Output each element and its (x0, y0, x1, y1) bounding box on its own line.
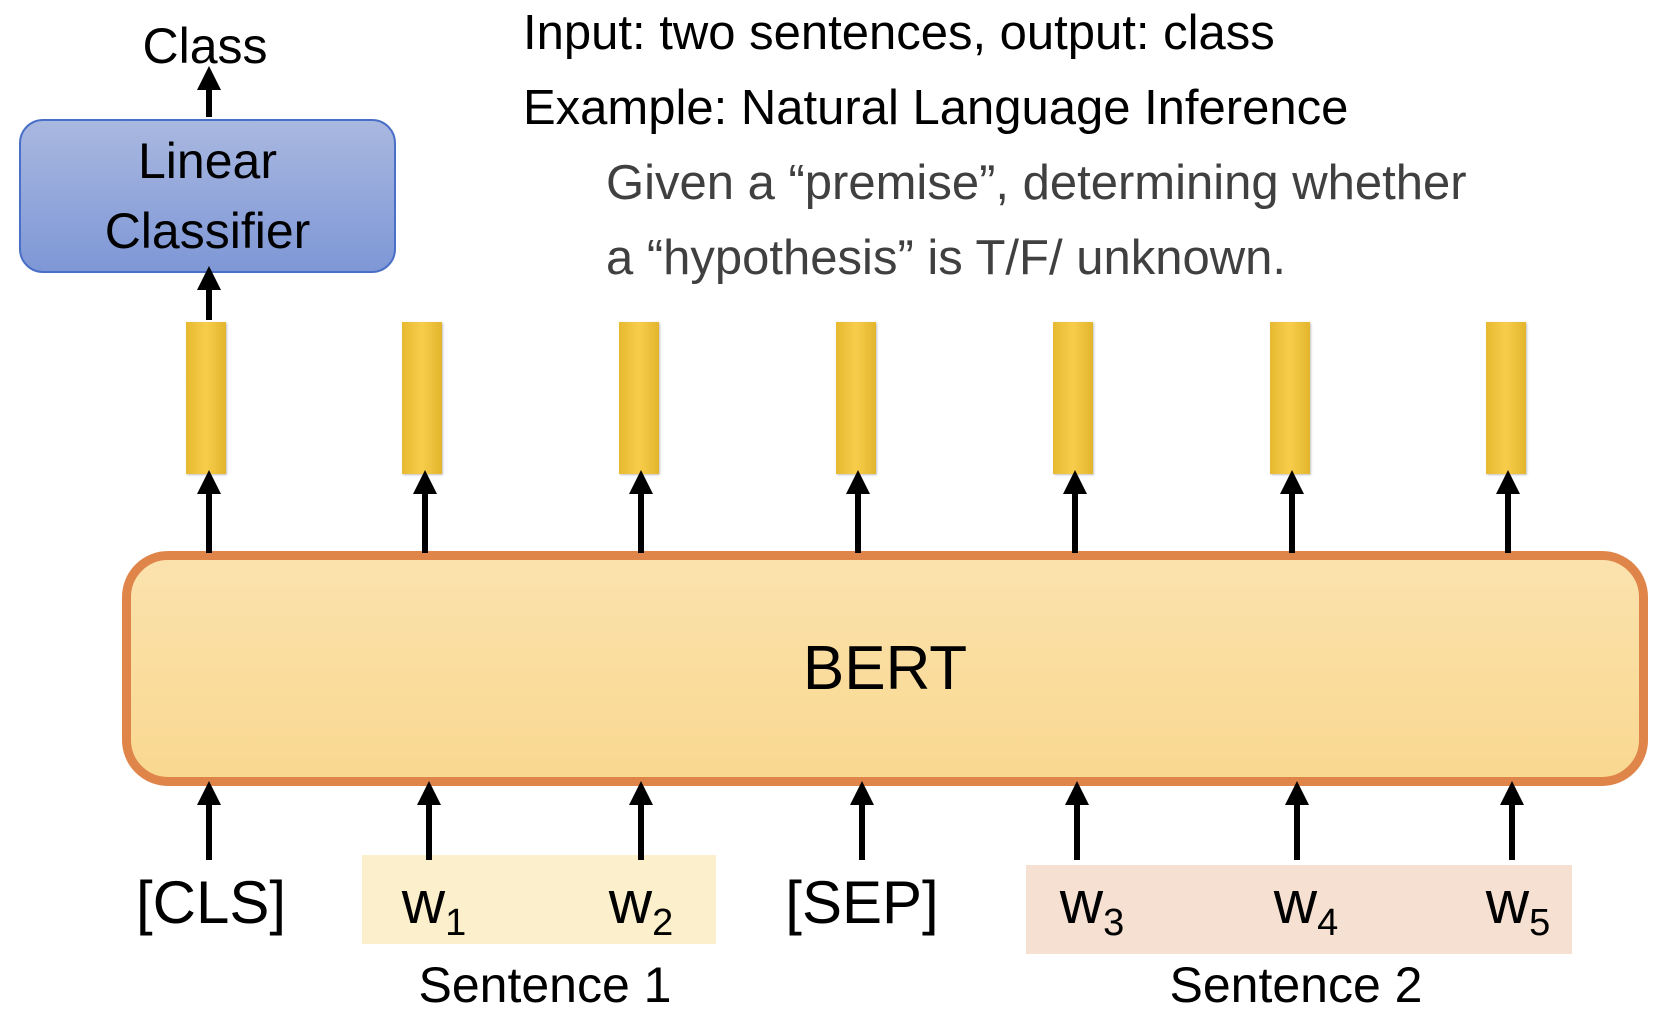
output-vector-w1 (402, 322, 442, 474)
output-vector-w4 (1270, 322, 1310, 474)
description-line-4: a “hypothesis” is T/F/ unknown. (606, 231, 1286, 285)
classifier-label-line2: Classifier (104, 203, 311, 259)
description-line-1: Input: two sentences, output: class (523, 6, 1275, 60)
output-vector-w2 (619, 322, 659, 474)
bert-model-box: BERT (122, 551, 1648, 786)
description-line-3: Given a “premise”, determining whether (606, 156, 1467, 210)
token-cls: [CLS] (135, 869, 287, 936)
token-w3: w3 (1059, 869, 1125, 944)
linear-classifier-box: Linear Classifier (19, 119, 396, 273)
output-vector-sep (836, 322, 876, 474)
token-w4: w4 (1273, 869, 1339, 944)
description-line-2: Example: Natural Language Inference (523, 81, 1349, 135)
token-w5: w5 (1485, 869, 1551, 944)
token-sep: [SEP] (785, 869, 939, 936)
output-vector-cls (186, 322, 226, 474)
classifier-label-line1: Linear (138, 133, 277, 189)
sentence-1-highlight (362, 855, 716, 944)
sentence-2-label: Sentence 2 (1169, 957, 1423, 1013)
sentence-2-highlight (1026, 865, 1572, 954)
sentence-1-label: Sentence 1 (418, 957, 672, 1013)
output-vector-w5 (1486, 322, 1526, 474)
output-class-label: Class (142, 18, 268, 74)
output-vector-w3 (1053, 322, 1093, 474)
token-w1: w1 (401, 869, 467, 944)
bert-label: BERT (802, 634, 968, 703)
token-w2: w2 (608, 869, 674, 944)
